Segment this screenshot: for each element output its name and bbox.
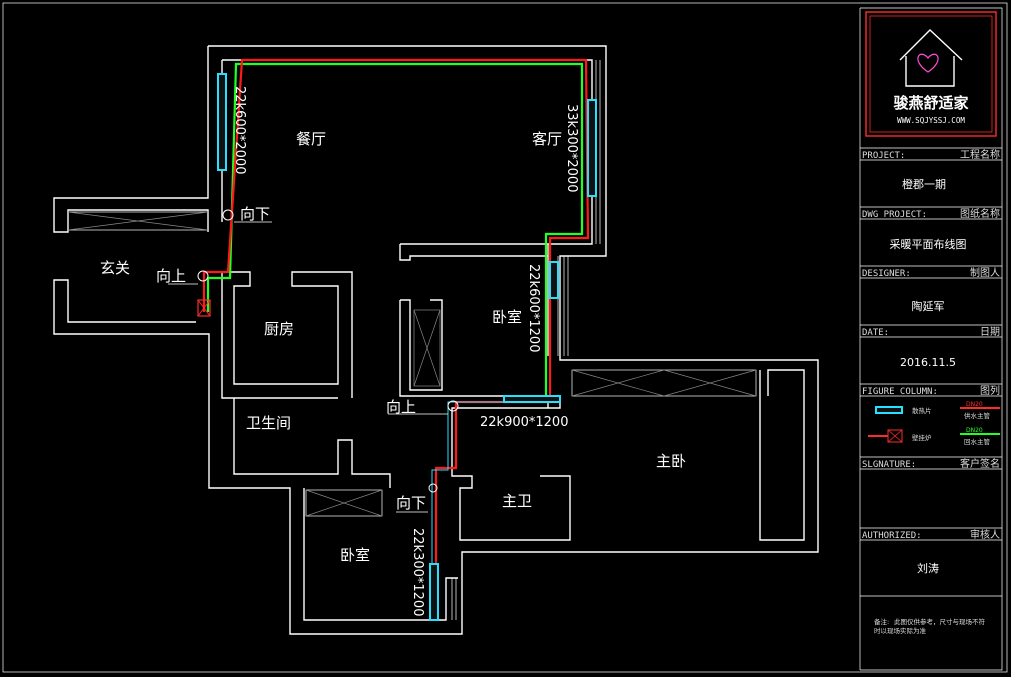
bedroom1-radiator	[549, 261, 559, 299]
logo-frame	[865, 11, 997, 137]
note-line2: 时以现场实际为准	[874, 626, 927, 635]
date-label: DATE:	[862, 328, 889, 338]
room-label-bathroom: 卫生间	[246, 414, 291, 432]
authorized-label: AUTHORIZED:	[862, 531, 922, 541]
logo-brand: 骏燕舒适家	[893, 94, 968, 112]
legend-supply-top: DN20	[966, 401, 983, 408]
legend-return-top: DN20	[966, 427, 983, 434]
room-label-bedroom2: 卧室	[340, 546, 370, 564]
designer-value: 陶延军	[912, 299, 945, 313]
supply-pipe	[202, 58, 590, 620]
living-radiator	[587, 99, 597, 197]
dining-radiator	[217, 73, 227, 171]
date-label-cn: 日期	[980, 326, 1000, 338]
pipe-label-down: 向下	[240, 205, 270, 223]
figure-label-cn: 图列	[980, 384, 1000, 397]
bedroom2-radiator	[429, 563, 439, 621]
radiator-label-living: 33k300*2000	[564, 104, 579, 192]
legend-boiler-icon	[868, 429, 903, 443]
legend-boiler-label: 壁挂炉	[912, 433, 932, 442]
logo-url: WWW.SQJYSSJ.COM	[897, 116, 965, 125]
riser-up-icon	[197, 270, 209, 282]
project-label: PROJECT:	[862, 151, 905, 161]
riser-down-icon	[428, 483, 438, 493]
room-label-master-bath: 主卫	[502, 492, 532, 510]
room-label-bedroom1: 卧室	[492, 308, 522, 326]
room-label-kitchen: 厨房	[264, 320, 294, 338]
date-value: 2016.11.5	[900, 356, 956, 369]
pipe-label-up: 向上	[386, 398, 416, 416]
radiator-label-bedroom1: 22k600*1200	[526, 264, 541, 352]
radiator-label-master: 22k900*1200	[480, 415, 568, 430]
legend-radiator-swatch	[875, 406, 903, 414]
signature-label: SLGNATURE:	[862, 460, 916, 470]
note-label: 备注:	[874, 617, 889, 626]
project-label-cn: 工程名称	[960, 148, 1000, 161]
house-logo-icon	[899, 29, 963, 87]
legend-radiator-label: 散热片	[912, 406, 932, 415]
dwg-value: 采暖平面布线图	[890, 237, 967, 251]
room-label-entrance: 玄关	[100, 259, 130, 277]
designer-label-cn: 制图人	[970, 266, 1000, 279]
legend-return-label: 回水主管	[964, 437, 991, 446]
title-block: 骏燕舒适家 WWW.SQJYSSJ.COM PROJECT: 工程名称 橙郡一期…	[859, 7, 1003, 671]
note-line1: 此图仅供参考，尺寸与现场不符	[894, 617, 986, 626]
project-value: 橙郡一期	[902, 177, 946, 191]
dwg-label: DWG PROJECT:	[862, 210, 927, 220]
room-label-master-bedroom: 主卧	[656, 452, 686, 470]
designer-label: DESIGNER:	[862, 269, 911, 279]
return-pipe	[206, 62, 584, 398]
legend-supply-label: 供水主管	[964, 411, 991, 420]
room-label-living: 客厅	[532, 130, 562, 148]
riser-up-icon	[447, 400, 459, 412]
wall-boiler-icon	[197, 299, 211, 317]
figure-label: FIGURE COLUMN:	[862, 387, 938, 397]
radiator-label-bedroom2: 22k300*1200	[410, 528, 425, 616]
room-label-dining: 餐厅	[296, 130, 326, 148]
pipe-label-down: 向下	[396, 494, 426, 512]
pipe-label-up: 向上	[156, 267, 186, 285]
authorized-value: 刘涛	[917, 561, 939, 575]
riser-down-icon	[222, 209, 234, 221]
signature-label-cn: 客户签名	[960, 457, 1000, 470]
dwg-label-cn: 图纸名称	[960, 207, 1000, 220]
radiator-label-dining: 22k600*2000	[232, 86, 247, 174]
authorized-label-cn: 审核人	[970, 528, 1000, 541]
entrance-cabinet	[67, 211, 209, 231]
master-radiator	[503, 395, 561, 403]
